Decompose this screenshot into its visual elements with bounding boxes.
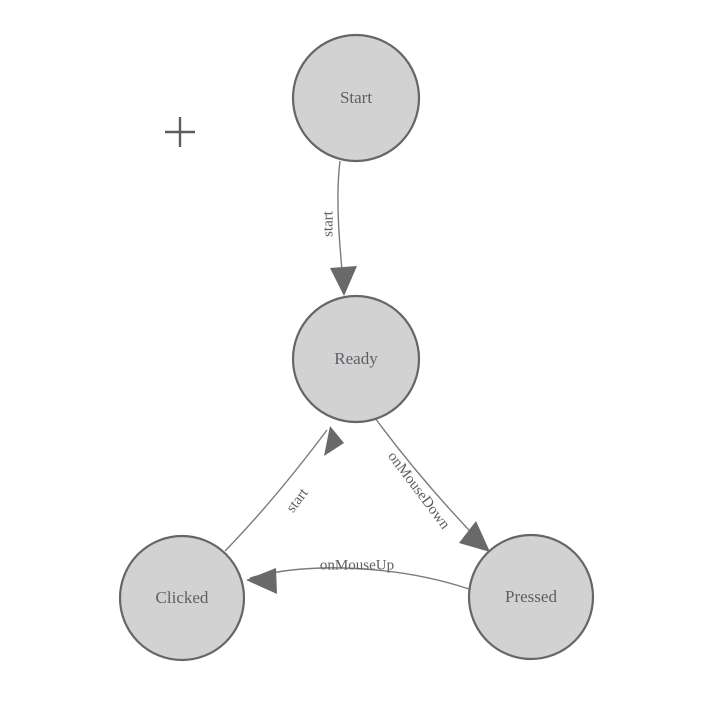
node-label: Clicked	[156, 588, 209, 607]
node-pressed[interactable]: Pressed	[467, 533, 595, 661]
edge-start-to-ready[interactable]: start	[320, 160, 357, 296]
node-label: Start	[340, 88, 372, 107]
node-label: Ready	[334, 349, 378, 368]
node-shape[interactable]	[118, 534, 246, 662]
node-clicked[interactable]: Clicked	[118, 534, 246, 662]
node-ready[interactable]: Ready	[291, 294, 421, 424]
edge-label-onmouseup: onMouseUp	[320, 557, 394, 573]
edge-line	[224, 429, 328, 552]
node-shape[interactable]	[291, 33, 421, 163]
plus-marker-icon	[165, 117, 195, 147]
arrowhead-icon	[330, 266, 357, 296]
edge-label-start-2: start	[283, 485, 312, 516]
node-start[interactable]: Start	[291, 33, 421, 163]
arrowhead-icon	[324, 426, 344, 456]
edge-ready-to-pressed[interactable]: onMouseDown	[374, 417, 490, 552]
node-shape[interactable]	[291, 294, 421, 424]
arrowhead-icon	[246, 568, 277, 594]
node-shape[interactable]	[467, 533, 595, 661]
edge-label-start: start	[320, 210, 336, 237]
edge-label-onmousedown: onMouseDown	[384, 449, 453, 533]
edge-clicked-to-ready[interactable]: start	[224, 426, 344, 552]
edge-pressed-to-clicked[interactable]: onMouseUp	[246, 557, 470, 594]
node-label: Pressed	[505, 587, 557, 606]
arrowhead-icon	[459, 521, 490, 552]
